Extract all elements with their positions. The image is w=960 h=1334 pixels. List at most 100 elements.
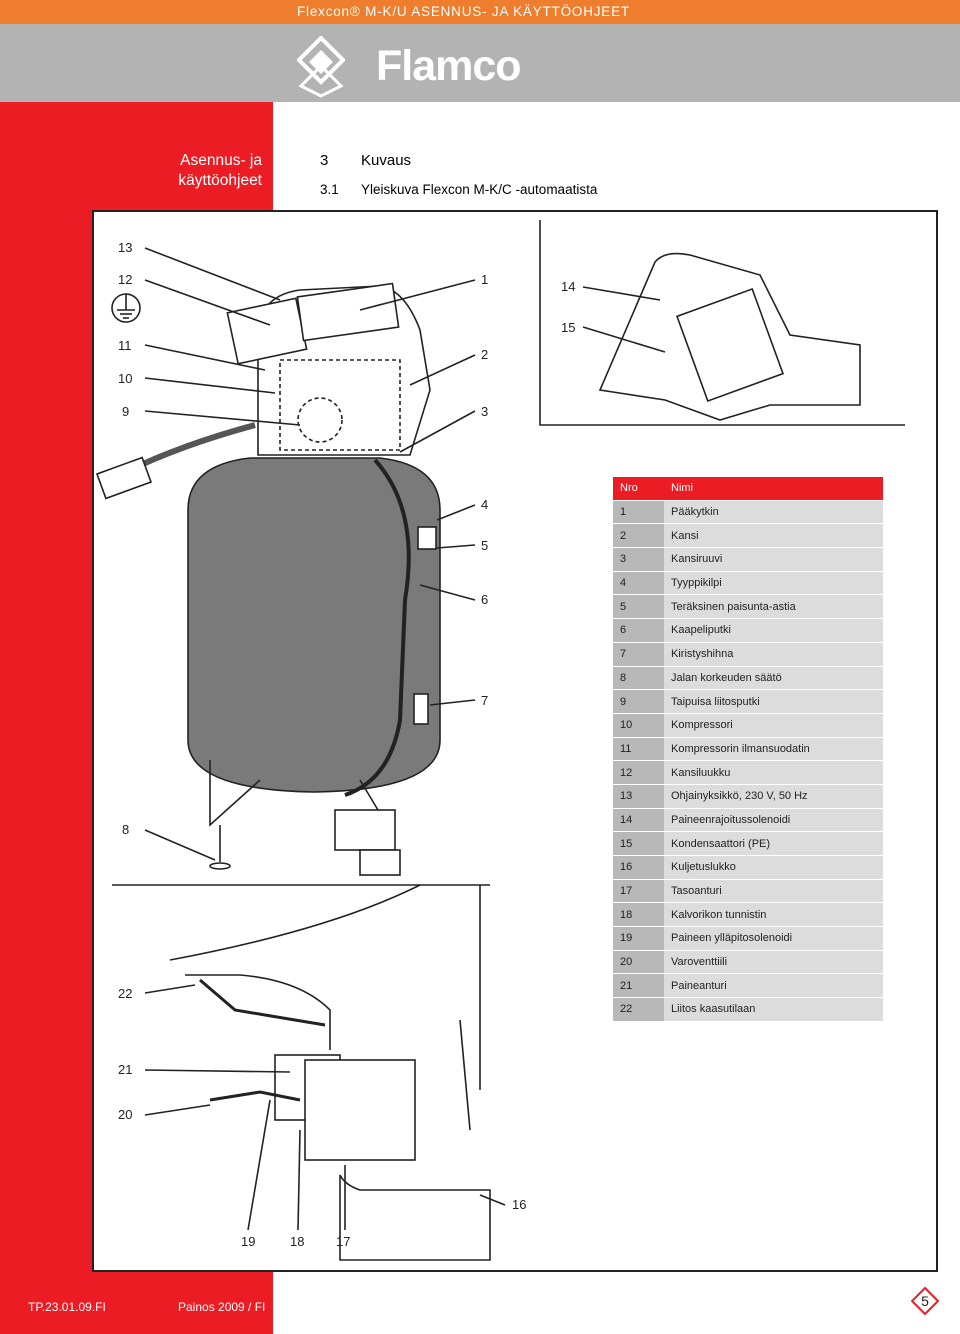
row-name: Tyyppikilpi xyxy=(664,571,883,596)
callout-8: 8 xyxy=(122,822,130,837)
document-title: Flexcon® M-K/U ASENNUS- JA KÄYTTÖOHJEET xyxy=(297,4,630,19)
top-banner: Flexcon® M-K/U ASENNUS- JA KÄYTTÖOHJEET xyxy=(0,0,960,24)
callout-10: 10 xyxy=(118,371,133,386)
row-number: 22 xyxy=(613,997,664,1022)
row-number: 14 xyxy=(613,808,664,833)
row-name: Paineenrajoitussolenoidi xyxy=(664,808,883,833)
callout-4: 4 xyxy=(481,497,489,512)
row-number: 5 xyxy=(613,594,664,620)
section-number: 3 xyxy=(320,152,329,169)
row-name: Kansi xyxy=(664,523,883,549)
callout-6: 6 xyxy=(481,592,489,607)
row-name: Kuljetuslukko xyxy=(664,855,883,880)
row-number: 13 xyxy=(613,784,664,809)
sidebar-title: Asennus- ja käyttöohjeet xyxy=(150,151,262,191)
diamond-icon xyxy=(910,1286,940,1316)
callout-12: 12 xyxy=(118,272,133,287)
row-name: Ohjainyksikkö, 230 V, 50 Hz xyxy=(664,784,883,809)
page-number: 5 xyxy=(921,1293,929,1309)
row-name: Teräksinen paisunta-astia xyxy=(664,594,883,620)
row-number: 8 xyxy=(613,666,664,691)
row-name: Kompressori xyxy=(664,713,883,738)
row-name: Kompressorin ilmansuodatin xyxy=(664,737,883,762)
row-number: 16 xyxy=(613,855,664,880)
row-number: 20 xyxy=(613,950,664,975)
row-number: 4 xyxy=(613,571,664,596)
sidebar-title-line2: käyttöohjeet xyxy=(178,172,262,189)
row-name: Jalan korkeuden säätö xyxy=(664,666,883,691)
row-name: Tasoanturi xyxy=(664,879,883,904)
callout-17: 17 xyxy=(336,1234,351,1249)
table-header-name: Nimi xyxy=(664,477,883,501)
subsection-title: Yleiskuva Flexcon M-K/C -automaatista xyxy=(361,182,598,197)
callout-15: 15 xyxy=(561,320,576,335)
row-number: 17 xyxy=(613,879,664,904)
row-number: 2 xyxy=(613,523,664,549)
row-name: Kiristyshihna xyxy=(664,642,883,667)
row-name: Kalvorikon tunnistin xyxy=(664,902,883,928)
callout-18: 18 xyxy=(290,1234,305,1249)
table-header-row: Nro Nimi xyxy=(613,477,883,501)
row-name: Taipuisa liitosputki xyxy=(664,689,883,714)
flamco-logo-icon xyxy=(297,36,345,98)
section-title: Kuvaus xyxy=(361,152,412,169)
callout-2: 2 xyxy=(481,347,489,362)
row-number: 15 xyxy=(613,831,664,856)
callout-19: 19 xyxy=(241,1234,256,1249)
row-number: 18 xyxy=(613,902,664,928)
row-name: Kaapeliputki xyxy=(664,618,883,643)
row-name: Kansiluukku xyxy=(664,760,883,785)
row-name: Paineen ylläpitosolenoidi xyxy=(664,926,883,951)
row-number: 12 xyxy=(613,760,664,785)
brand-name: Flamco xyxy=(376,42,522,90)
callout-16: 16 xyxy=(512,1197,527,1212)
row-name: Pääkytkin xyxy=(664,500,883,525)
page-number-badge: 5 xyxy=(910,1286,940,1316)
callout-22: 22 xyxy=(118,986,133,1001)
row-number: 7 xyxy=(613,642,664,667)
callout-9: 9 xyxy=(122,404,130,419)
brand-bar xyxy=(0,24,960,102)
row-number: 1 xyxy=(613,500,664,525)
document-code: TP.23.01.09.FI xyxy=(28,1300,106,1314)
row-number: 9 xyxy=(613,689,664,714)
subsection-number: 3.1 xyxy=(320,182,339,197)
row-number: 10 xyxy=(613,713,664,738)
callout-13: 13 xyxy=(118,240,133,255)
row-number: 11 xyxy=(613,737,664,762)
callout-11: 11 xyxy=(118,338,132,353)
callout-1: 1 xyxy=(481,272,489,287)
callout-5: 5 xyxy=(481,538,489,553)
row-number: 3 xyxy=(613,547,664,572)
table-header-no: Nro xyxy=(613,477,664,501)
row-name: Kondensaattori (PE) xyxy=(664,831,883,856)
edition: Painos 2009 / FI xyxy=(178,1300,266,1314)
sidebar-title-line1: Asennus- ja xyxy=(180,152,262,169)
callout-21: 21 xyxy=(118,1062,133,1077)
row-number: 21 xyxy=(613,973,664,999)
row-name: Paineanturi xyxy=(664,973,883,999)
callout-3: 3 xyxy=(481,404,489,419)
